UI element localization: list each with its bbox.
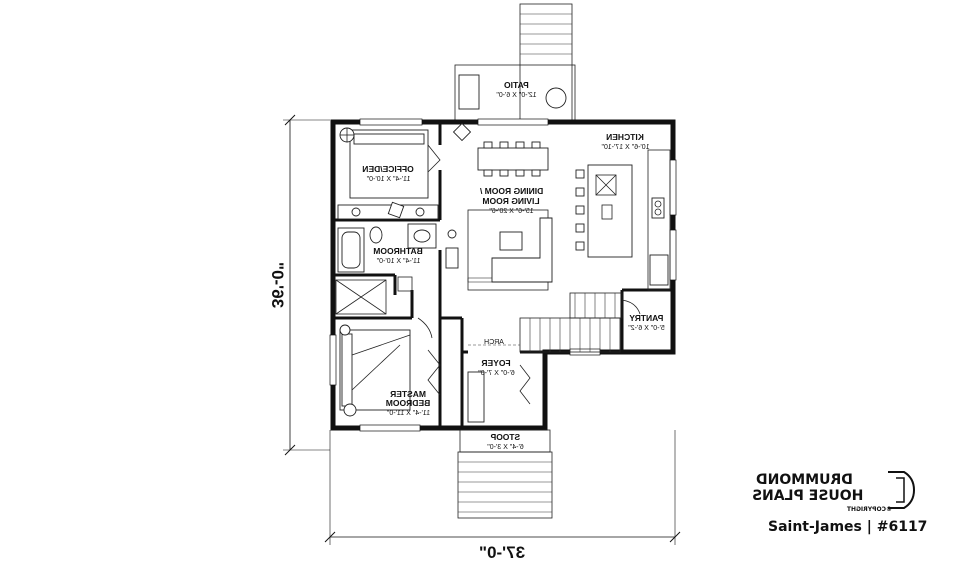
master-size: 11'-4" X 11'-0" <box>386 410 430 417</box>
patio-size: 12'-0" X 6'-0" <box>496 92 537 99</box>
foyer-size: 6'-0" X 7'-0" <box>478 370 515 377</box>
brand-line-2: HOUSE PLANS <box>752 488 863 504</box>
bathroom-name: BATHROOM <box>373 246 422 256</box>
pantry-name: PANTRY <box>629 313 663 323</box>
shower <box>335 279 387 315</box>
front-stairs <box>457 451 553 519</box>
stoop-name: STOOP <box>490 432 520 442</box>
fridge-icon <box>649 254 669 286</box>
kitchen-island <box>587 164 633 258</box>
master-door[interactable] <box>417 317 433 339</box>
dining-name-1: DINING ROOM / <box>479 186 543 196</box>
plan-name: Saint-James | #6117 <box>768 519 927 535</box>
brand-logo: DRUMMOND HOUSE PLANS ©COPYRIGHT <box>752 471 916 513</box>
width-dimension: 37'-0" <box>324 430 681 562</box>
dining-size: 15'-6" X 20'-6" <box>489 208 534 215</box>
depth-dimension: 36'-0" <box>268 114 330 456</box>
pantry-size: 5'-0" X 6'-2" <box>628 325 665 332</box>
office-size: 11'-4" X 10'-0" <box>366 176 410 183</box>
kitchen-size: 10'-6" X 17'-10" <box>601 144 650 151</box>
foyer-name: FOYER <box>481 358 510 368</box>
plant-icon <box>452 122 472 142</box>
kitchen-name: KITCHEN <box>606 132 644 142</box>
bathroom: BATHROOM 11'-4" X 10'-0" <box>335 223 459 315</box>
foyer: FOYER 6'-0" X 7'-0" <box>467 358 531 423</box>
bathroom-size: 11'-4" X 10'-0" <box>376 258 420 265</box>
stoop-size: 6'-4" X 3'-0" <box>487 444 524 451</box>
arch-label: ARCH <box>484 339 504 346</box>
pantry-door[interactable] <box>621 299 641 315</box>
width-label: 37'-0" <box>479 543 525 562</box>
toilet <box>369 226 383 244</box>
dining-name-2: LIVING ROOM <box>482 196 539 206</box>
office-den: OFFICE/DEN 11'-4" X 10'-0" <box>337 127 441 220</box>
office-name: OFFICE/DEN <box>362 164 413 174</box>
patio-chair <box>545 87 567 109</box>
brand-line-1: DRUMMOND <box>756 472 853 488</box>
coffee-table <box>499 231 523 251</box>
master-name-1: MASTER <box>390 389 426 399</box>
patio-lounger <box>458 74 480 110</box>
bench <box>467 371 485 423</box>
depth-label: 36'-0" <box>268 262 287 308</box>
master-bedroom: MASTER BEDROOM 11'-4" X 11'-0" <box>339 317 441 417</box>
dining-living-room: DINING ROOM / LIVING ROOM 15'-6" X 20'-6… <box>452 122 623 353</box>
brand-copyright: ©COPYRIGHT <box>846 506 892 513</box>
master-name-2: BEDROOM <box>386 398 430 408</box>
pantry: PANTRY 5'-0" X 6'-2" <box>621 299 665 332</box>
closet-doors[interactable] <box>427 349 441 396</box>
dining-table <box>477 147 549 171</box>
kitchen-counter <box>647 149 671 291</box>
sofa <box>491 217 553 283</box>
sink-icon <box>601 204 613 220</box>
office-door[interactable] <box>427 144 441 173</box>
patio-area: PATIO 12'-0" X 6'-0" <box>454 3 576 123</box>
laundry-icon <box>447 229 457 239</box>
stoop: STOOP 6'-4" X 3'-0" <box>457 429 553 519</box>
foyer-closet-doors[interactable] <box>519 364 531 405</box>
kitchen: KITCHEN 10'-6" X 17'-10" <box>575 132 671 291</box>
office-desk <box>337 204 439 220</box>
patio-name: PATIO <box>504 80 529 90</box>
logo-bracket-icon <box>888 471 916 509</box>
